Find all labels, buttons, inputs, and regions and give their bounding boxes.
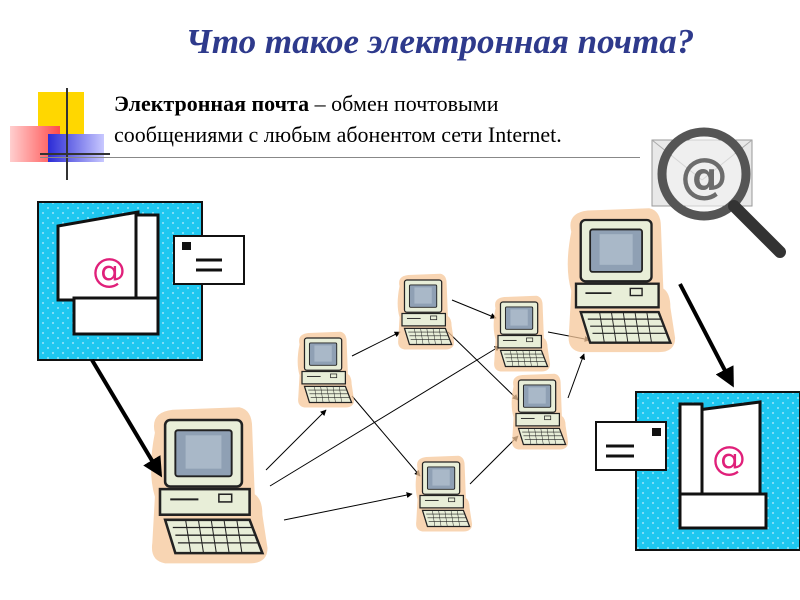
definition-text: Электронная почта – обмен почтовыми сооб… <box>114 88 674 150</box>
router-computer-2 <box>397 273 455 351</box>
magnifier-at-icon: @ <box>651 127 786 258</box>
at-symbol-right: @ <box>712 439 746 479</box>
svg-text:@: @ <box>680 148 728 204</box>
definition-line2: сообщениями с любым абонентом сети Inter… <box>114 122 562 147</box>
router-computer-4 <box>511 373 569 451</box>
decorative-squares <box>0 80 110 180</box>
receiver-computer <box>566 207 677 354</box>
vertical-line <box>66 88 68 180</box>
horizontal-line <box>40 153 110 155</box>
network-links <box>265 299 591 521</box>
definition-line1: – обмен почтовыми <box>309 91 499 116</box>
router-computer-5 <box>415 455 473 533</box>
router-computer-1 <box>297 331 355 409</box>
divider <box>40 157 640 158</box>
receiver-panel: @ <box>595 391 800 551</box>
thick-arrows <box>90 283 734 478</box>
definition-term: Электронная почта <box>114 91 310 116</box>
sender-computer <box>149 405 269 565</box>
sender-panel: @ <box>37 201 245 361</box>
at-symbol-left: @ <box>92 251 126 291</box>
slide-title: Что такое электронная почта? <box>185 22 695 61</box>
router-computer-3 <box>493 295 551 373</box>
